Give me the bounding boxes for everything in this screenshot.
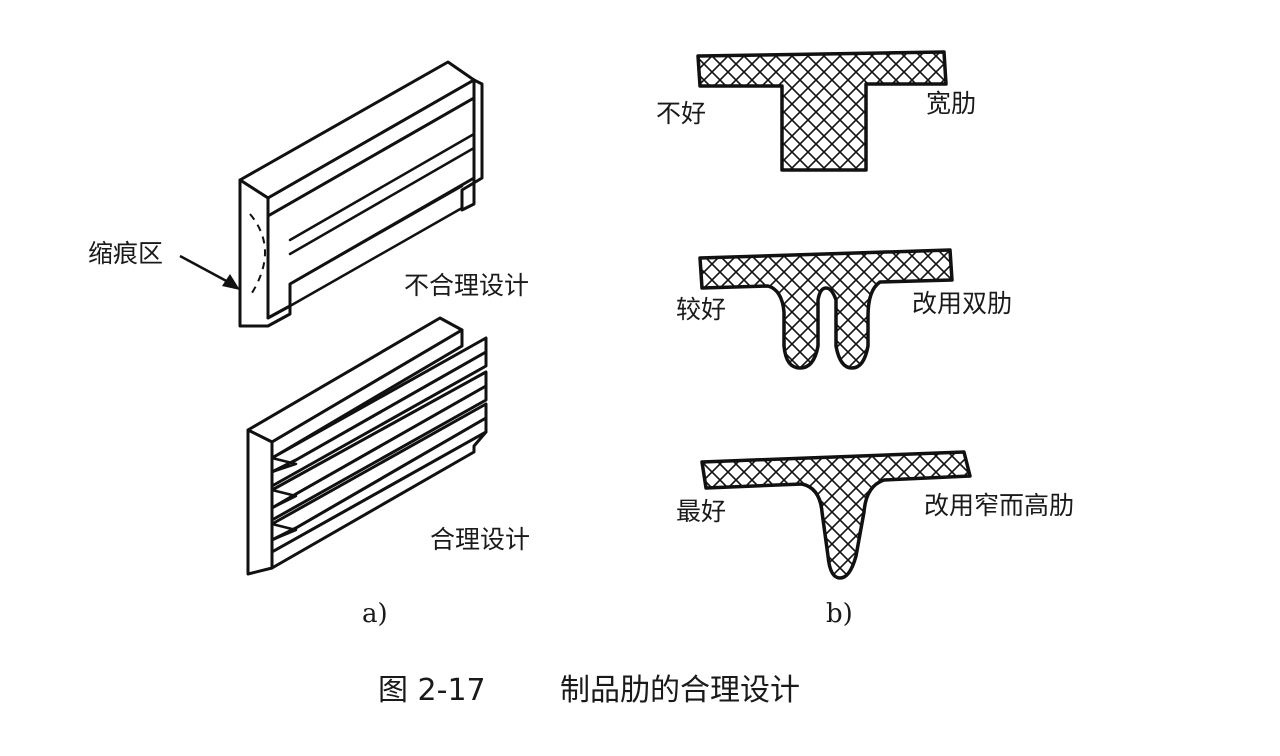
panel-b-sublabel: b) [826,599,853,629]
double-rib-section [698,248,954,370]
bad-design-label: 不合理设计 [404,271,529,300]
wide-rib-section [696,50,948,172]
row1-right-label: 宽肋 [926,89,976,118]
row3-right-label: 改用窄而高肋 [924,491,1074,520]
sink-mark [249,213,266,297]
row2-right-label: 改用双肋 [912,289,1012,318]
figure-number: 图 2-17 [378,673,486,708]
good-design-label: 合理设计 [430,525,530,554]
narrow-tall-rib-section [700,450,972,580]
panel-a-sublabel: a) [362,599,388,629]
row3-left-label: 最好 [676,497,726,526]
shrink-arrow [179,254,240,290]
bad-design-bar [238,60,484,328]
row1-left-label: 不好 [656,99,706,128]
figure-title: 制品肋的合理设计 [560,673,800,708]
good-design-bar [246,316,488,576]
shrink-zone-label: 缩痕区 [88,239,163,268]
row2-left-label: 较好 [676,295,726,324]
